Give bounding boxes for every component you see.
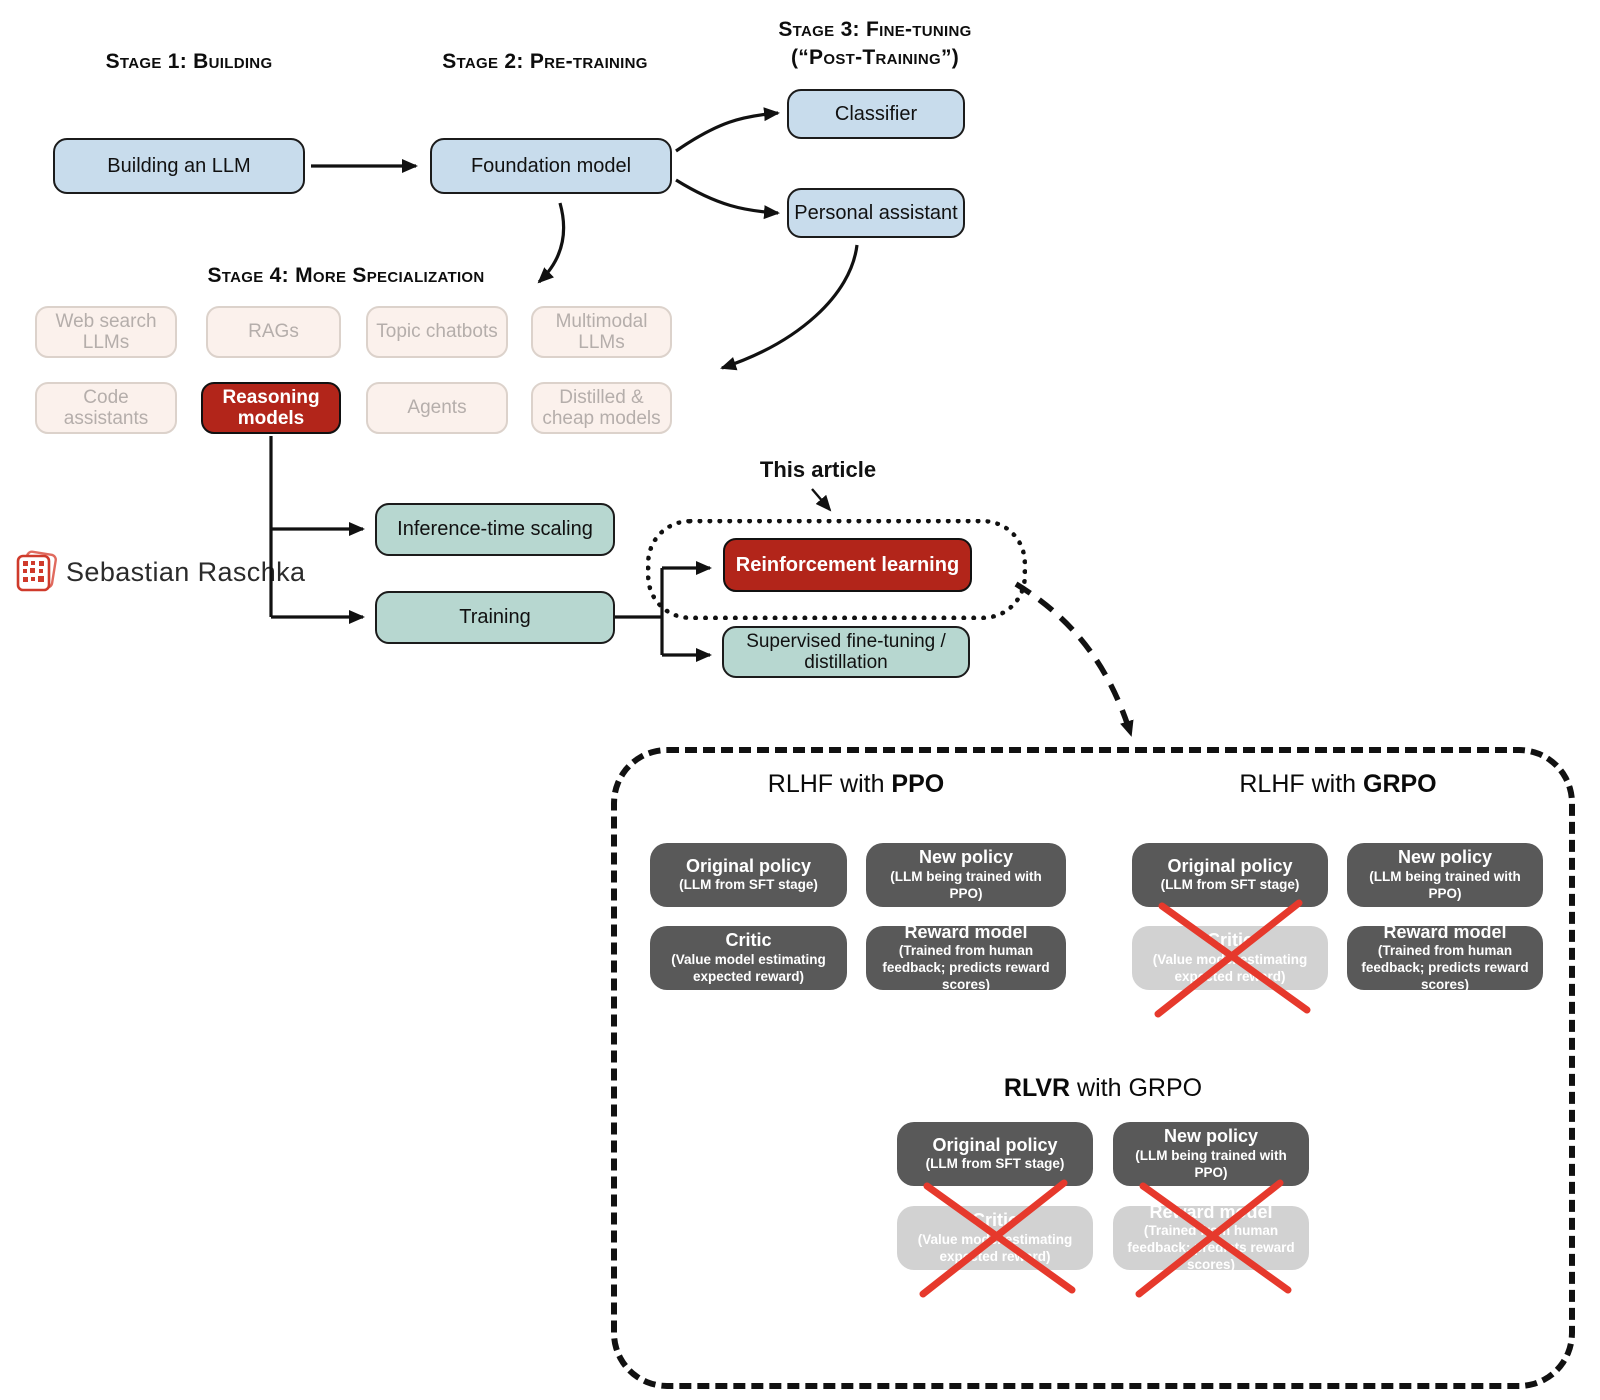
rlvr-critic-box-removed: Critic (Value model estimating expected … [897, 1206, 1093, 1270]
rlvr-original-policy-box: Original policy (LLM from SFT stage) [897, 1122, 1093, 1186]
ppo-critic-sub: (Value model estimating expected reward) [671, 951, 826, 984]
inference-time-scaling-box: Inference-time scaling [375, 503, 615, 556]
rlhf-ppo-title: RLHF with PPO [700, 770, 1012, 799]
rlhf-grpo-title-pre: RLHF with [1239, 770, 1363, 798]
ppo-reward-model-title: Reward model [904, 921, 1028, 942]
grpo-original-policy-sub: (LLM from SFT stage) [1160, 877, 1300, 893]
ppo-reward-model-box: Reward model (Trained from human feedbac… [866, 922, 1066, 992]
grpo-new-policy-title: New policy [1397, 847, 1493, 868]
reinforcement-learning-box: Reinforcement learning [723, 538, 972, 592]
stage4-header: Stage 4: More Specialization [207, 264, 485, 287]
grpo-critic-box-removed: Critic (Value model estimating expected … [1132, 926, 1328, 990]
grpo-new-policy-box: New policy (LLM being trained with PPO) [1347, 843, 1543, 907]
training-box: Training [375, 591, 615, 644]
sft-distillation-box: Supervised fine-tuning / distillation [722, 626, 970, 678]
ppo-new-policy-box: New policy (LLM being trained with PPO) [866, 843, 1066, 907]
rlvr-critic-sub: (Value model estimating expected reward) [917, 1231, 1073, 1264]
this-article-dotted-frame [646, 519, 1027, 620]
stage3-header-line2: (“Post-Training”) [790, 46, 960, 69]
topic-chatbots-box: Topic chatbots [366, 306, 508, 358]
grpo-reward-model-title: Reward model [1383, 921, 1507, 942]
rlvr-reward-model-box-removed: Reward model (Trained from human feedbac… [1113, 1202, 1309, 1272]
stage3-header-line1: Stage 3: Fine-tuning [778, 18, 972, 41]
rlvr-grpo-title-post: with GRPO [1070, 1074, 1203, 1102]
ppo-original-policy-sub: (LLM from SFT stage) [679, 877, 818, 893]
rlhf-grpo-title-bold: GRPO [1363, 770, 1437, 798]
rags-box: RAGs [206, 306, 341, 358]
rlhf-grpo-title: RLHF with GRPO [1182, 770, 1494, 799]
grpo-reward-model-box: Reward model (Trained from human feedbac… [1347, 922, 1543, 992]
rlvr-grpo-title: RLVR with GRPO [947, 1074, 1259, 1103]
grpo-critic-sub: (Value model estimating expected reward) [1152, 951, 1308, 984]
author-stamp-icon [14, 550, 60, 594]
author-name: Sebastian Raschka [66, 557, 306, 587]
rlvr-grpo-title-bold: RLVR [1003, 1074, 1071, 1102]
code-assistants-box: Code assistants [35, 382, 177, 434]
web-search-llms-box: Web search LLMs [35, 306, 177, 358]
rlvr-new-policy-sub: (LLM being trained with PPO) [1135, 1147, 1287, 1180]
ppo-critic-box: Critic (Value model estimating expected … [650, 926, 847, 990]
ppo-original-policy-title: Original policy [685, 855, 812, 876]
rlhf-ppo-title-bold: PPO [891, 770, 945, 798]
rlvr-new-policy-title: New policy [1163, 1126, 1259, 1147]
ppo-critic-title: Critic [725, 930, 772, 951]
foundation-model-box: Foundation model [430, 138, 672, 194]
personal-assistant-box: Personal assistant [787, 188, 965, 238]
rlvr-reward-model-title: Reward model [1149, 1201, 1273, 1222]
this-article-label: This article [759, 457, 877, 482]
rlvr-original-policy-title: Original policy [932, 1134, 1058, 1155]
grpo-critic-title: Critic [1206, 930, 1253, 951]
reasoning-models-box: Reasoning models [201, 382, 341, 434]
rlvr-reward-model-sub: (Trained from human feedback; predicts r… [1127, 1223, 1295, 1273]
multimodal-llms-box: Multimodal LLMs [531, 306, 672, 358]
stage1-header: Stage 1: Building [105, 50, 273, 73]
stage2-header: Stage 2: Pre-training [442, 50, 648, 73]
rlhf-ppo-title-pre: RLHF with [767, 770, 892, 798]
grpo-reward-model-sub: (Trained from human feedback; predicts r… [1361, 943, 1529, 993]
distilled-models-box: Distilled & cheap models [531, 382, 672, 434]
grpo-original-policy-title: Original policy [1167, 855, 1293, 876]
classifier-box: Classifier [787, 89, 965, 139]
stage3-header: Stage 3: Fine-tuning (“Post-Training”) [765, 16, 985, 72]
grpo-new-policy-sub: (LLM being trained with PPO) [1369, 868, 1521, 901]
rlvr-critic-title: Critic [971, 1210, 1018, 1231]
ppo-new-policy-sub: (LLM being trained with PPO) [890, 868, 1042, 901]
building-llm-box: Building an LLM [53, 138, 305, 194]
rlvr-original-policy-sub: (LLM from SFT stage) [925, 1156, 1065, 1172]
grpo-original-policy-box: Original policy (LLM from SFT stage) [1132, 843, 1328, 907]
ppo-original-policy-box: Original policy (LLM from SFT stage) [650, 843, 847, 907]
rlvr-new-policy-box: New policy (LLM being trained with PPO) [1113, 1122, 1309, 1186]
rl-detail-container [611, 747, 1575, 1389]
ppo-new-policy-title: New policy [918, 847, 1014, 868]
agents-box: Agents [366, 382, 508, 434]
ppo-reward-model-sub: (Trained from human feedback; predicts r… [882, 943, 1050, 993]
